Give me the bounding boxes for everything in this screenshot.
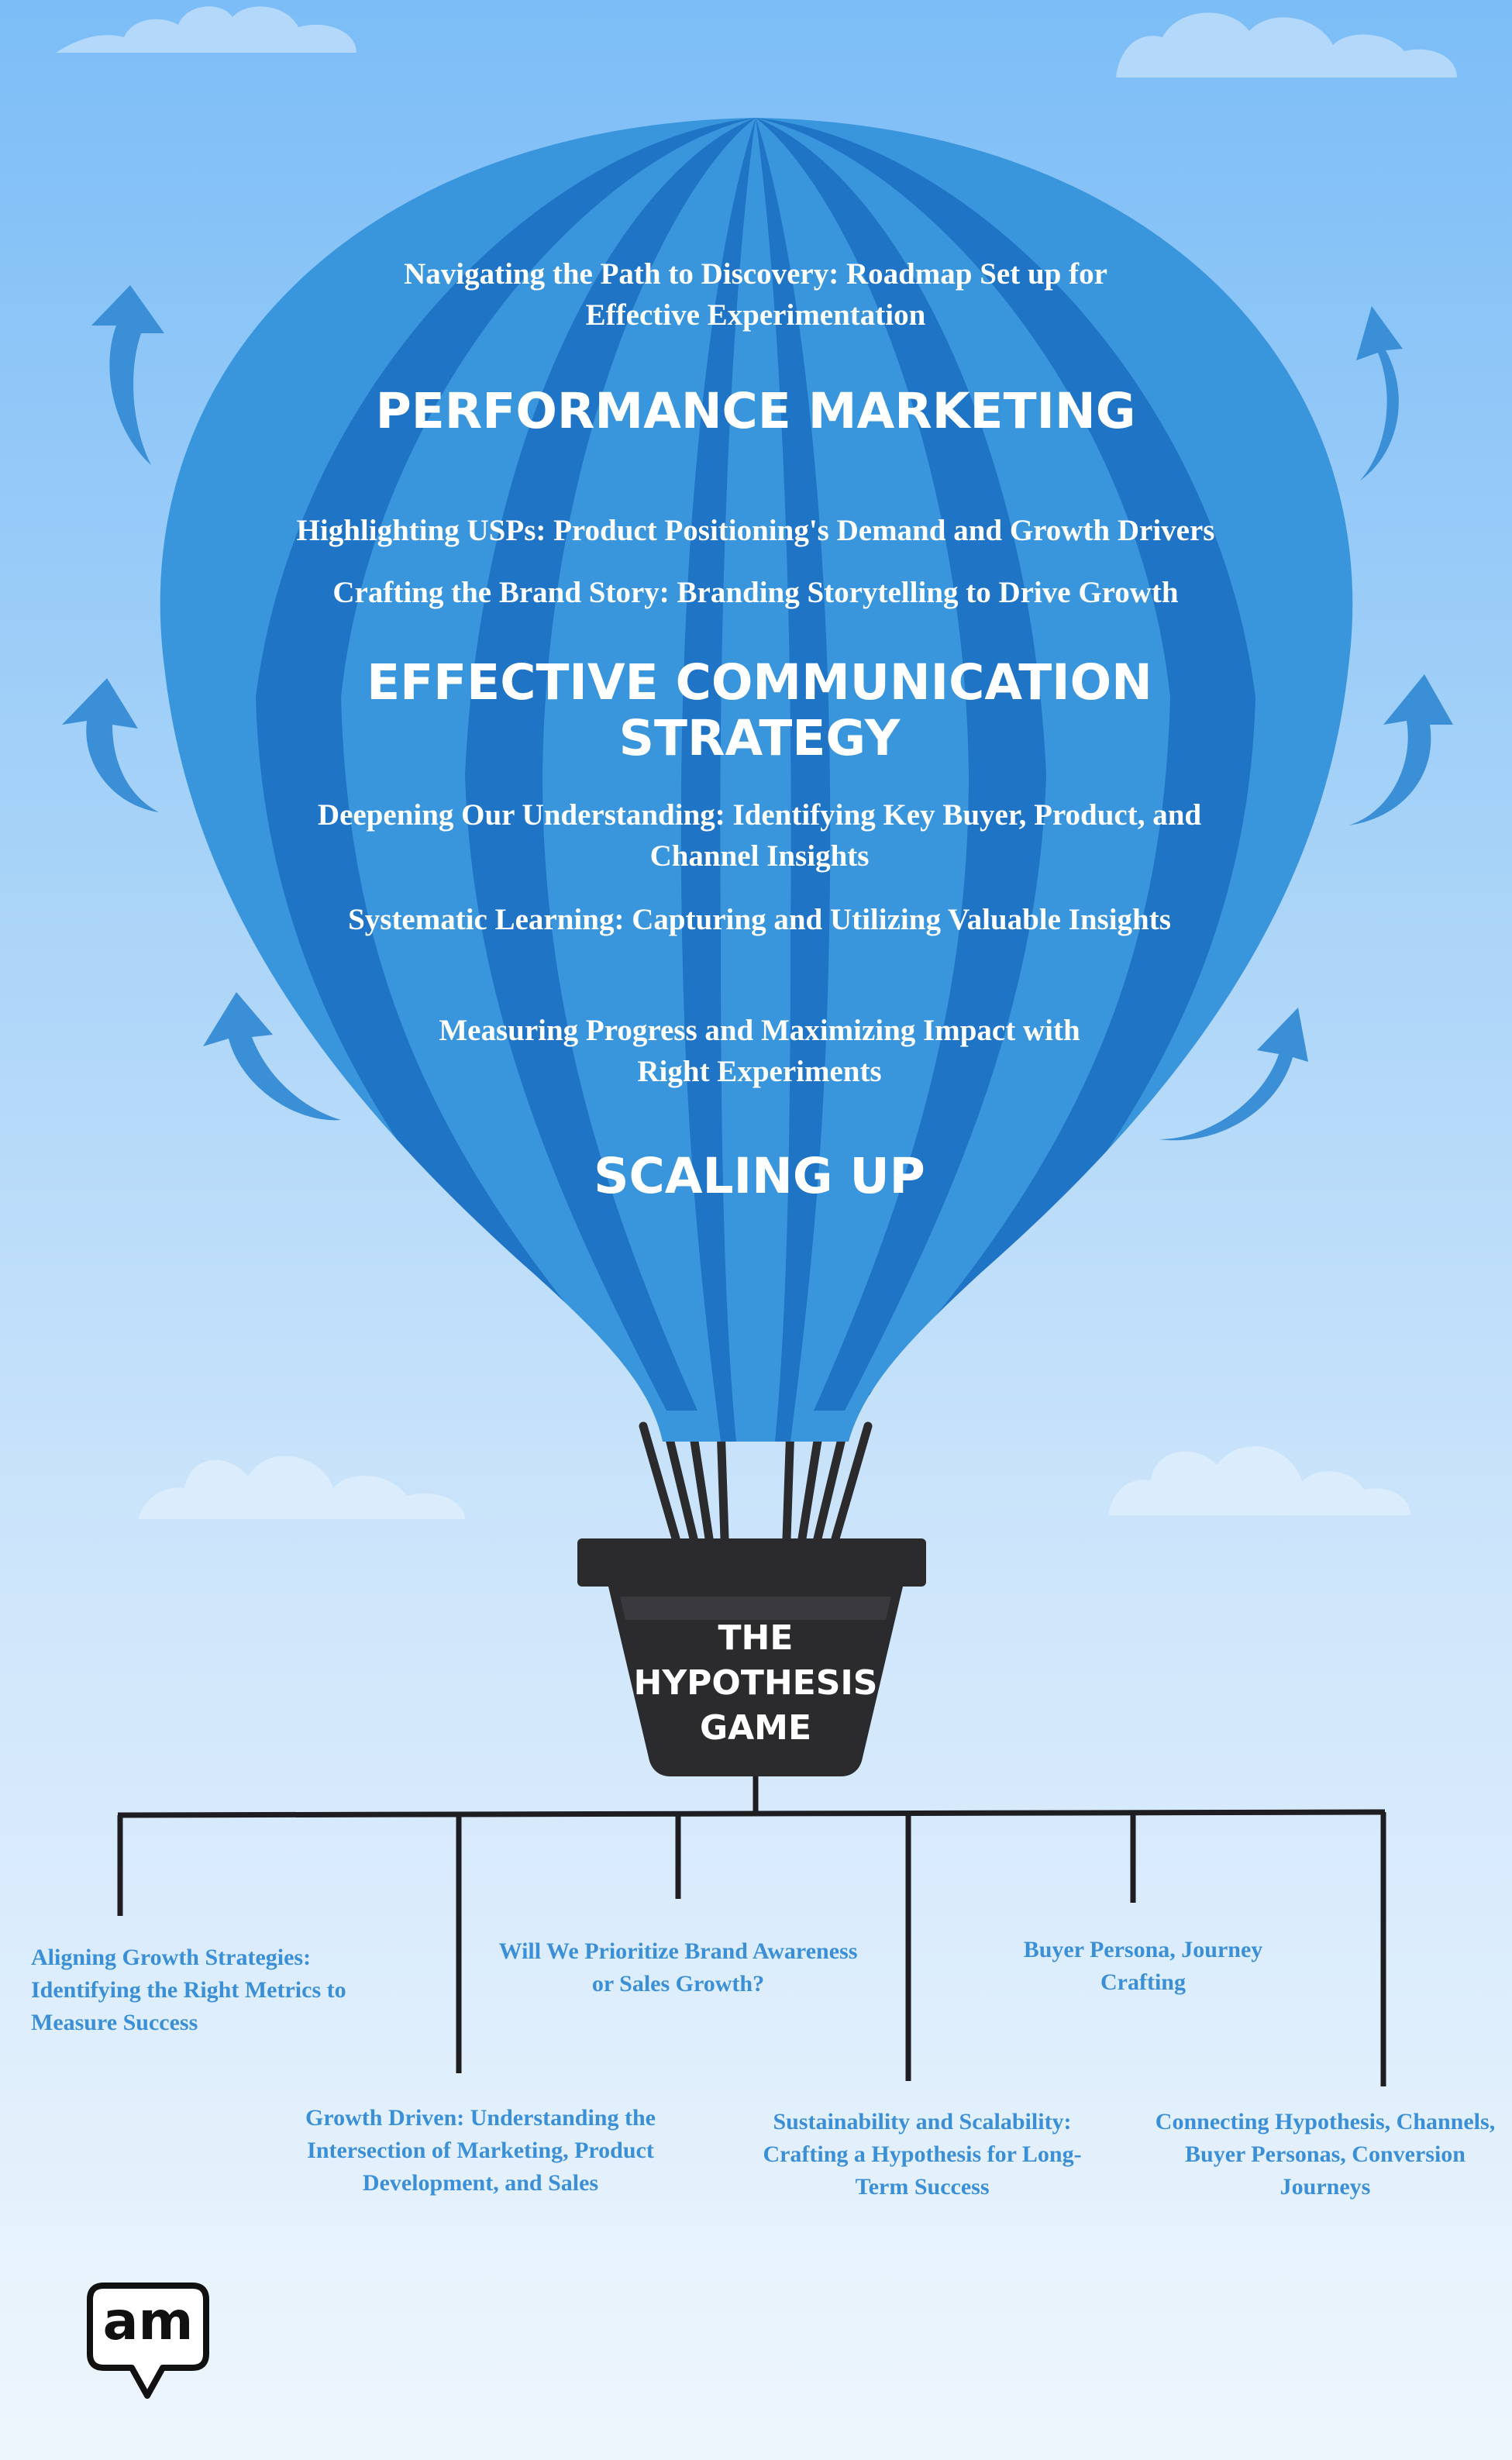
- curved-arrow-icon: [1356, 306, 1403, 481]
- subtopic-systematic-learning: Systematic Learning: Capturing and Utili…: [348, 903, 1171, 936]
- curved-arrow-icon: [203, 992, 341, 1121]
- subtopic-insights: Deepening Our Understanding: Identifying…: [317, 798, 1202, 873]
- branch-buyer-persona: Buyer Persona, Journey Crafting: [1023, 1937, 1263, 1995]
- curved-arrow-icon: [1348, 674, 1453, 825]
- heading-performance-marketing: PERFORMANCE MARKETING: [375, 383, 1136, 439]
- branch-brand-vs-sales: Will We Prioritize Brand Awareness or Sa…: [498, 1938, 858, 1997]
- cloud-icon: [1116, 12, 1457, 78]
- basket: [577, 1538, 926, 1776]
- balloon-ropes: [639, 1421, 873, 1543]
- subtopic-brand-story: Crafting the Brand Story: Branding Story…: [332, 576, 1179, 609]
- branch-connectors: [117, 1776, 1386, 2086]
- logo-text: am: [102, 2291, 194, 2352]
- curved-arrow-icon: [1159, 1008, 1308, 1141]
- branch-metrics: Aligning Growth Strategies: Identifying …: [31, 1945, 346, 2035]
- cloud-icon: [56, 6, 356, 53]
- subtopic-usps: Highlighting USPs: Product Positioning's…: [296, 514, 1215, 547]
- am-logo-icon: am: [87, 2283, 209, 2399]
- subtopic-measuring-progress: Measuring Progress and Maximizing Impact…: [439, 1014, 1080, 1088]
- branch-connecting-hypothesis: Connecting Hypothesis, Channels, Buyer P…: [1155, 2109, 1496, 2200]
- basket-label: THE HYPOTHESIS GAME: [633, 1618, 878, 1748]
- branch-sustainability: Sustainability and Scalability: Crafting…: [763, 2109, 1082, 2200]
- cloud-icon: [138, 1456, 465, 1519]
- cloud-icon: [1108, 1446, 1410, 1515]
- heading-effective-communication: EFFECTIVE COMMUNICATION STRATEGY: [367, 654, 1152, 767]
- subtopic-roadmap: Navigating the Path to Discovery: Roadma…: [404, 257, 1107, 332]
- curved-arrow-icon: [62, 678, 159, 812]
- branch-growth-driven: Growth Driven: Understanding the Interse…: [305, 2105, 656, 2196]
- heading-scaling-up: SCALING UP: [594, 1148, 925, 1204]
- curved-arrow-icon: [91, 285, 164, 465]
